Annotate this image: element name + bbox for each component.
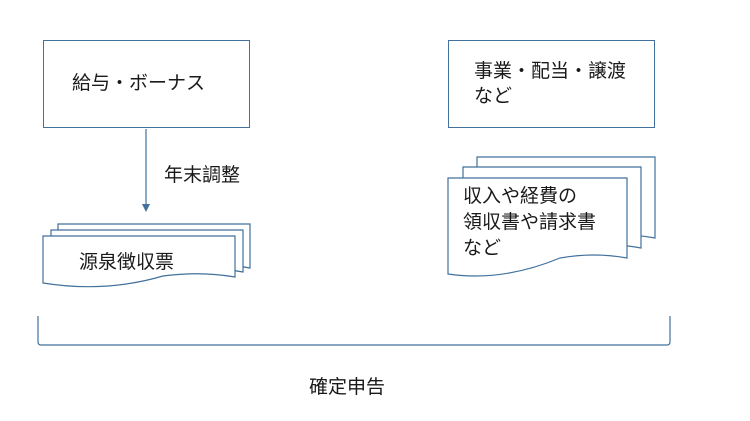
receipts-line1: 収入や経費の [463, 185, 578, 207]
withholding-slip-shape [42, 223, 251, 288]
receipts-shape [447, 156, 656, 277]
receipts-line2: 領収書や請求書 [463, 211, 597, 233]
business-income-line1: 事業・配当・譲渡 [474, 60, 627, 82]
salary-box-label: 給与・ボーナス [72, 72, 206, 94]
business-income-box: 事業・配当・譲渡 など [448, 40, 655, 128]
final-tax-return-label: 確定申告 [309, 376, 386, 398]
salary-box: 給与・ボーナス [43, 40, 250, 128]
year-end-adjustment-label: 年末調整 [164, 164, 241, 186]
bracket [37, 316, 671, 346]
receipts-line3: など [463, 237, 502, 259]
withholding-slip-label: 源泉徴収票 [79, 251, 175, 273]
business-income-line2: など [474, 85, 513, 107]
